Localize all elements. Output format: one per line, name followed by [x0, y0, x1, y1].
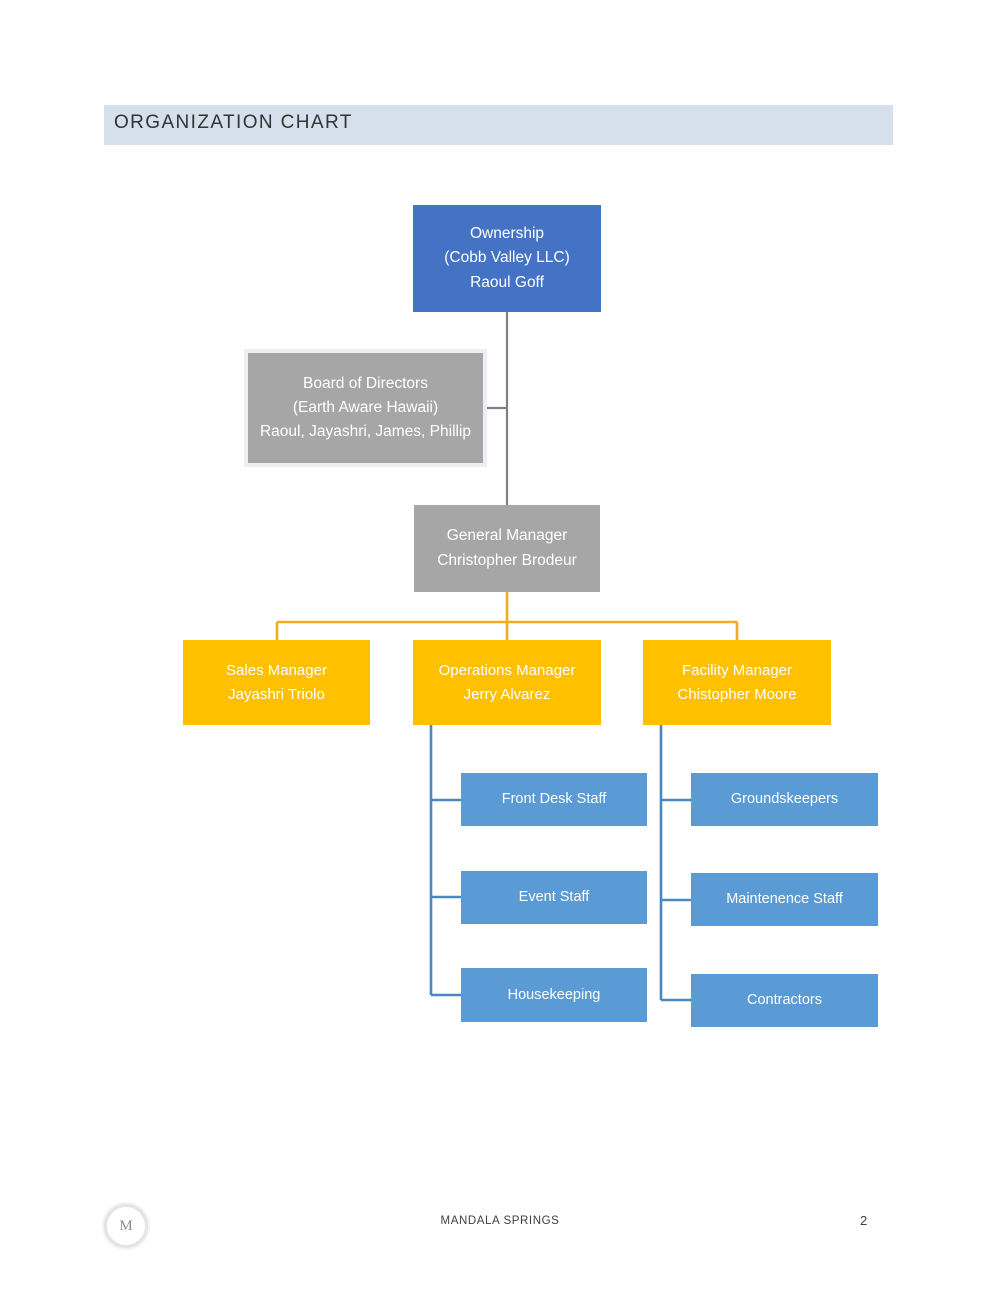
node-ownership[interactable]: Ownership (Cobb Valley LLC) Raoul Goff: [413, 205, 601, 312]
node-operations-manager-line-1: Operations Manager: [438, 662, 576, 680]
node-board-line-1: Board of Directors: [303, 374, 428, 392]
node-housekeeping[interactable]: Housekeeping: [461, 968, 647, 1022]
node-board-line-3: Raoul, Jayashri, James, Phillip: [259, 423, 472, 440]
node-board-line-2: (Earth Aware Hawaii): [292, 398, 439, 416]
node-contractors[interactable]: Contractors: [691, 974, 878, 1027]
node-front-desk-staff-label: Front Desk Staff: [501, 791, 607, 808]
node-ownership-line-1: Ownership: [469, 225, 545, 243]
node-groundskeepers[interactable]: Groundskeepers: [691, 773, 878, 826]
node-general-manager[interactable]: General Manager Christopher Brodeur: [414, 505, 600, 592]
node-contractors-label: Contractors: [747, 992, 822, 1009]
node-operations-manager-line-2: Jerry Alvarez: [463, 685, 551, 703]
node-maintenance-staff-label: Maintenence Staff: [726, 891, 843, 908]
page-title: ORGANIZATION CHART: [114, 112, 353, 133]
footer-company-name: MANDALA SPRINGS: [440, 1215, 560, 1227]
node-general-manager-line-2: Christopher Brodeur: [437, 551, 577, 569]
node-event-staff-label: Event Staff: [518, 889, 590, 906]
node-board-of-directors[interactable]: Board of Directors (Earth Aware Hawaii) …: [244, 349, 487, 467]
company-logo-icon: M: [104, 1204, 148, 1248]
node-housekeeping-label: Housekeeping: [507, 986, 601, 1003]
node-facility-manager-line-1: Facility Manager: [681, 662, 793, 680]
node-ownership-line-2: (Cobb Valley LLC): [444, 249, 570, 267]
node-front-desk-staff[interactable]: Front Desk Staff: [461, 773, 647, 826]
node-maintenance-staff[interactable]: Maintenence Staff: [691, 873, 878, 926]
footer-page-number: 2: [860, 1213, 868, 1228]
node-event-staff[interactable]: Event Staff: [461, 871, 647, 924]
node-sales-manager[interactable]: Sales Manager Jayashri Triolo: [183, 640, 370, 725]
section-header-bar: [104, 105, 893, 145]
node-facility-manager-line-2: Chistopher Moore: [677, 685, 797, 703]
node-sales-manager-line-1: Sales Manager: [226, 662, 327, 680]
node-facility-manager[interactable]: Facility Manager Chistopher Moore: [643, 640, 831, 725]
logo-letter: M: [119, 1217, 133, 1234]
node-sales-manager-line-2: Jayashri Triolo: [228, 685, 325, 703]
node-general-manager-line-1: General Manager: [446, 527, 568, 545]
node-operations-manager[interactable]: Operations Manager Jerry Alvarez: [413, 640, 601, 725]
node-groundskeepers-label: Groundskeepers: [730, 791, 839, 808]
node-ownership-line-3: Raoul Goff: [470, 273, 544, 291]
